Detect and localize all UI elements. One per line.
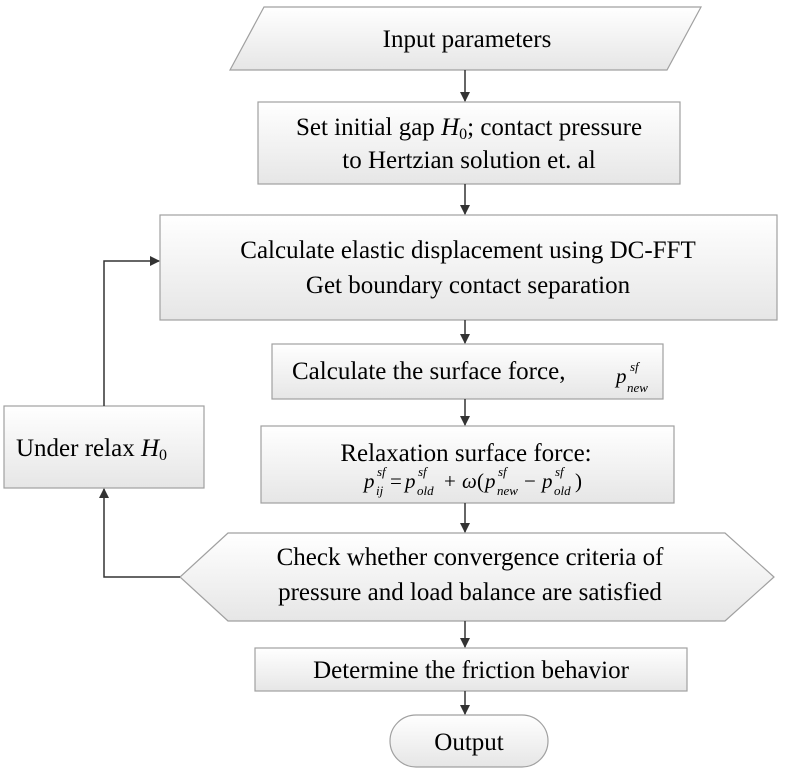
svg-text:ij: ij xyxy=(376,483,384,498)
svg-text:sf: sf xyxy=(630,359,641,374)
relaxation-node xyxy=(260,425,675,504)
surface-force-symbol: p sf new xyxy=(614,359,648,395)
output-node xyxy=(389,714,549,768)
svg-text:sf: sf xyxy=(377,464,388,479)
svg-text:+: + xyxy=(444,469,456,493)
svg-text:new: new xyxy=(627,380,648,395)
elastic-displacement-node xyxy=(159,214,778,321)
friction-behavior-label: Determine the friction behavior xyxy=(313,657,630,684)
relaxation-equation: p sf ij = p sf old + ω ( p sf new − p sf… xyxy=(362,464,582,498)
relaxation-title: Relaxation surface force: xyxy=(340,440,591,467)
surface-force-label: Calculate the surface force, xyxy=(292,358,565,385)
under-relax-node xyxy=(3,405,205,489)
elastic-displacement-line2: Get boundary contact separation xyxy=(306,272,631,299)
svg-text:p: p xyxy=(403,469,416,493)
svg-text:old: old xyxy=(417,483,434,498)
surface-force-node xyxy=(271,343,664,400)
svg-text:ω: ω xyxy=(462,469,477,493)
svg-text:sf: sf xyxy=(418,464,429,479)
svg-text:p: p xyxy=(483,469,496,493)
arrow-under-relax-to-elastic xyxy=(103,256,160,406)
svg-text:p: p xyxy=(362,469,375,493)
elastic-displacement-line1: Calculate elastic displacement using DC-… xyxy=(240,237,695,264)
convergence-check-line2: pressure and load balance are satisfied xyxy=(278,579,662,606)
friction-behavior-node xyxy=(254,647,688,692)
svg-text:p: p xyxy=(614,364,627,388)
input-parameters-label: Input parameters xyxy=(383,26,552,53)
svg-text:p: p xyxy=(540,469,553,493)
input-parameters-node xyxy=(228,6,703,71)
svg-text:new: new xyxy=(497,483,518,498)
svg-text:sf: sf xyxy=(498,464,509,479)
svg-text:(: ( xyxy=(477,469,484,493)
output-label: Output xyxy=(434,729,504,756)
svg-text:): ) xyxy=(575,469,582,493)
svg-text:−: − xyxy=(524,469,536,493)
under-relax-label: Under relax H0 xyxy=(16,435,167,464)
svg-text:=: = xyxy=(390,469,402,493)
initial-gap-node xyxy=(257,101,681,185)
arrow-check-to-under-relax xyxy=(99,488,180,578)
svg-text:old: old xyxy=(554,483,571,498)
initial-gap-line1: Set initial gap H0; contact pressure xyxy=(296,114,642,143)
convergence-check-line1: Check whether convergence criteria of xyxy=(277,544,665,571)
svg-text:sf: sf xyxy=(555,464,566,479)
initial-gap-line2: to Hertzian solution et. al xyxy=(342,147,595,174)
